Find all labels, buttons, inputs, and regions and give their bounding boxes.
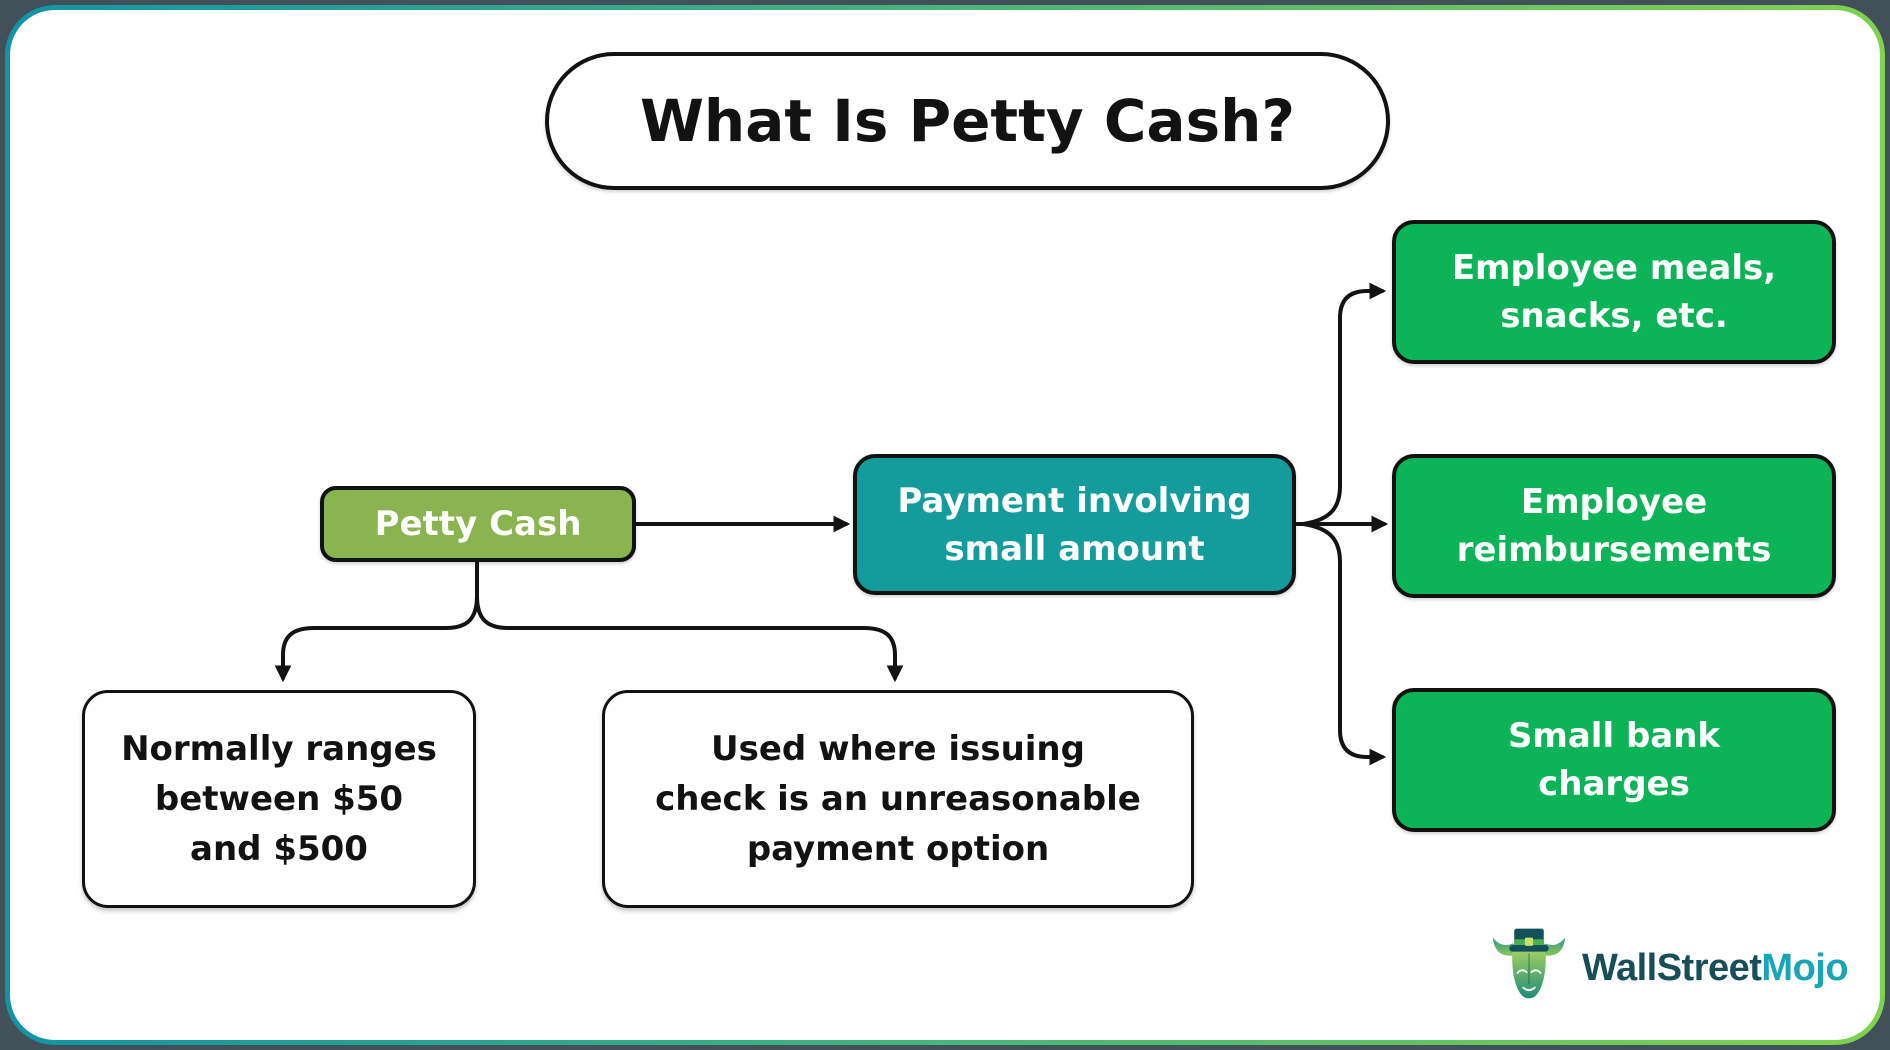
bull-mascot-icon — [1492, 928, 1566, 999]
page-title: What Is Petty Cash? — [639, 87, 1296, 155]
example-node-label: Employee meals,snacks, etc. — [1451, 248, 1777, 336]
logo-text-primary: WallStreet — [1582, 946, 1762, 989]
logo-text: WallStreetMojo — [1582, 946, 1849, 990]
root-node-label: Petty Cash — [374, 504, 582, 544]
wallstreetmojo-logo: WallStreetMojo — [1488, 922, 1849, 1014]
logo-text-secondary: Mojo — [1761, 946, 1849, 989]
title-banner: What Is Petty Cash? — [545, 52, 1390, 190]
root-node-petty-cash: Petty Cash — [320, 486, 636, 562]
example-node-employee-meals: Employee meals,snacks, etc. — [1392, 220, 1836, 364]
